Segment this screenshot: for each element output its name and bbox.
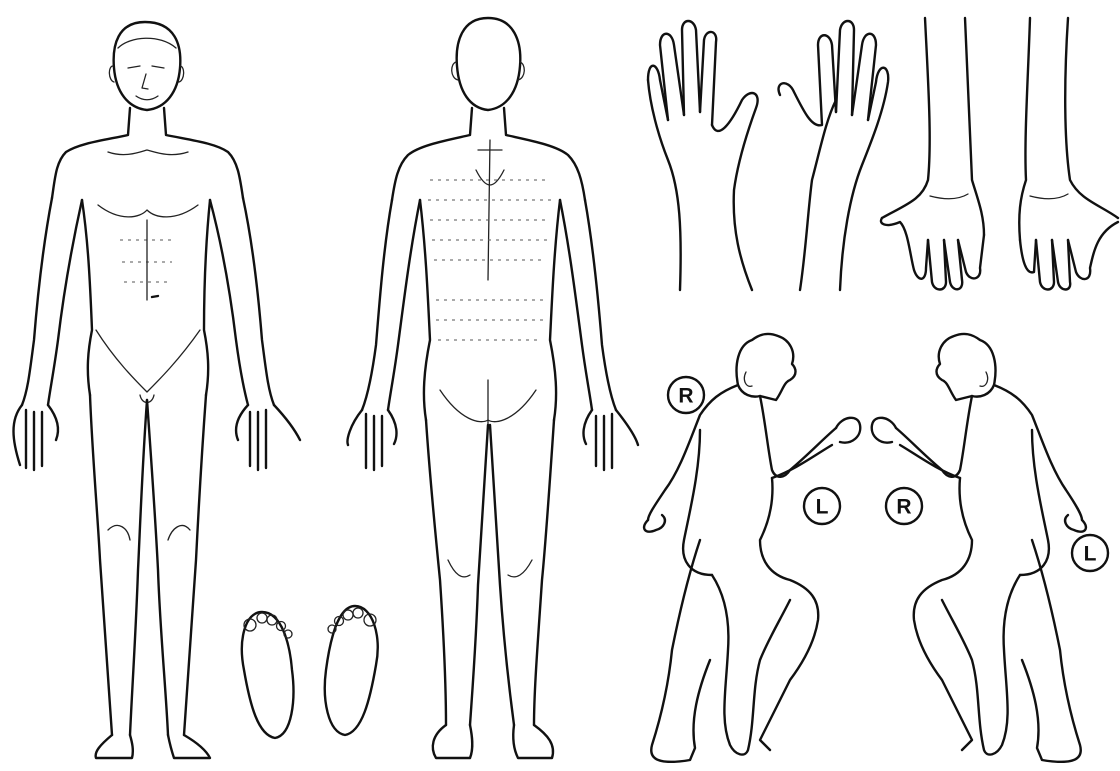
dorsal-hands [648, 21, 888, 290]
marker-label: R [896, 496, 911, 519]
marker-right-right-figure: R [886, 488, 922, 524]
soles-of-feet [242, 606, 378, 738]
palms-with-forearms [881, 18, 1118, 290]
front-view-figure [14, 22, 301, 758]
marker-left-left-figure: L [804, 488, 840, 524]
back-view-figure [348, 18, 638, 758]
marker-left-right-figure: L [1072, 535, 1108, 571]
marker-label: L [816, 496, 829, 519]
marker-label: L [1084, 543, 1097, 566]
side-view-figure-right [872, 334, 1086, 762]
marker-right-left-figure: R [668, 377, 704, 413]
marker-label: R [678, 385, 693, 408]
